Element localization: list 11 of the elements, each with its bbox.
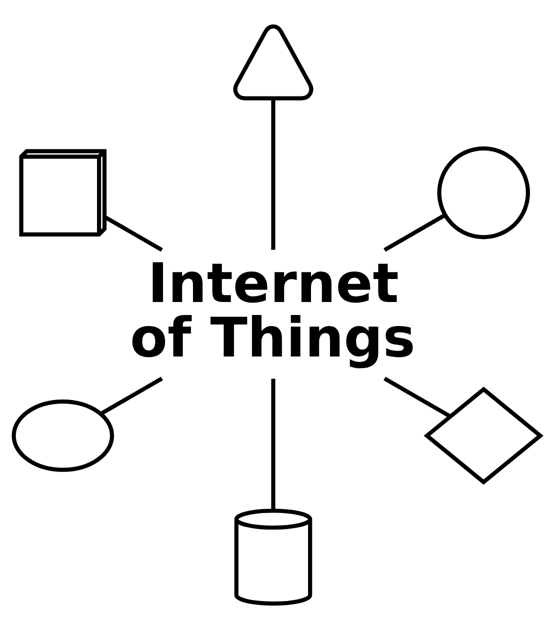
node-hemisphere [12, 399, 114, 472]
connector [271, 98, 276, 250]
node-circle [437, 146, 530, 239]
connector [100, 376, 163, 416]
connector [104, 214, 163, 252]
node-pyramid [424, 386, 544, 484]
node-text: Internet of Things [130, 250, 416, 370]
node-cone [233, 24, 314, 100]
connector [384, 212, 446, 252]
connector [271, 378, 276, 510]
connector [384, 376, 452, 418]
